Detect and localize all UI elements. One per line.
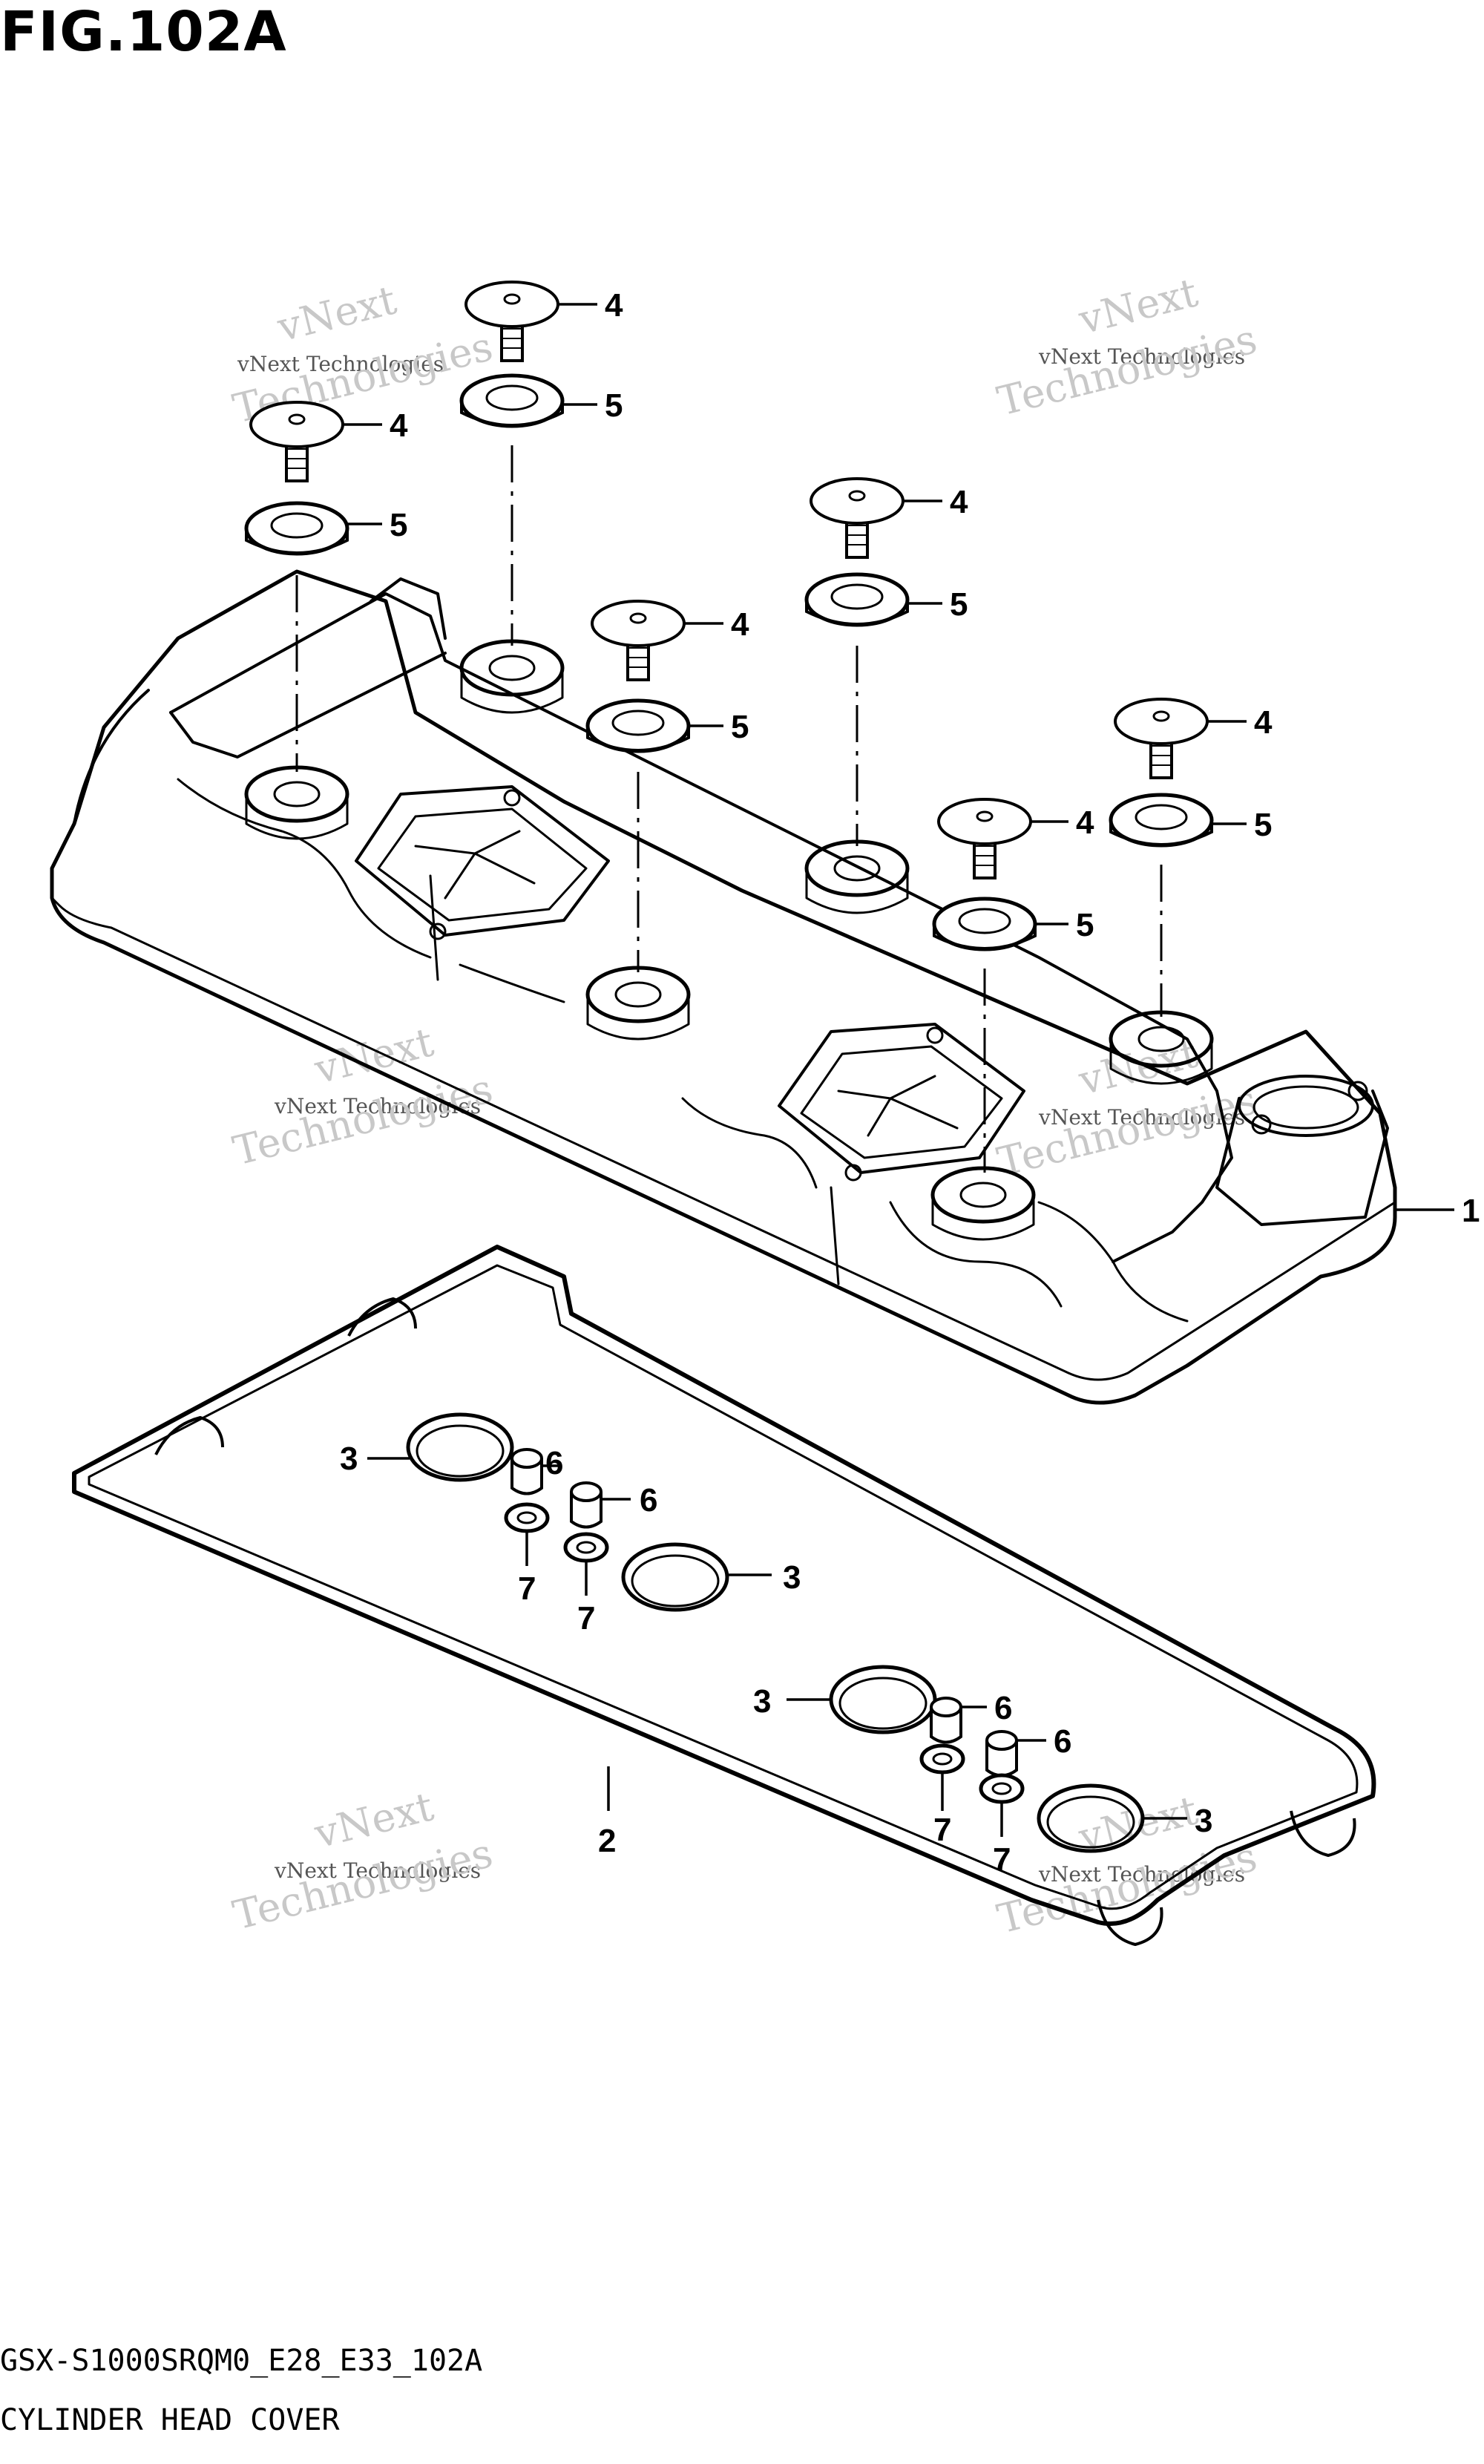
callout-4c: 4 (950, 484, 968, 520)
callout-5a: 5 (605, 387, 623, 424)
callout-4d: 4 (731, 606, 749, 643)
callout-4a: 4 (605, 287, 623, 324)
dowel-6d (985, 1730, 1018, 1777)
callout-6b: 6 (640, 1482, 657, 1518)
grommet-5c (585, 698, 691, 753)
callout-7b: 7 (577, 1600, 595, 1636)
callout-3a: 3 (340, 1441, 358, 1477)
svg-text:vNext Technologies: vNext Technologies (274, 1094, 481, 1118)
callout-7d: 7 (993, 1841, 1011, 1878)
callout-7a: 7 (518, 1570, 536, 1607)
svg-text:vNext Technologies: vNext Technologies (237, 352, 444, 376)
bolt-4f (1114, 698, 1209, 779)
assembly-lines (295, 445, 1163, 1173)
callout-5b: 5 (390, 507, 407, 543)
figure-caption: CYLINDER HEAD COVER (0, 2403, 340, 2437)
callout-1: 1 (1462, 1193, 1480, 1229)
model-code: GSX-S1000SRQM0_E28_E33_102A (0, 2344, 483, 2378)
callout-5c: 5 (950, 586, 968, 623)
boss-5 (930, 1166, 1036, 1241)
svg-text:vNext: vNext (272, 276, 401, 351)
oring-7c (919, 1743, 965, 1775)
bolt-4c (591, 600, 686, 681)
dowel-6a (510, 1448, 543, 1495)
seal-3b (621, 1542, 729, 1612)
grommet-5b (459, 373, 565, 428)
callout-7c: 7 (933, 1812, 951, 1848)
oring-7a (504, 1502, 550, 1533)
boss-1 (244, 765, 349, 840)
bolt-4a (249, 401, 344, 482)
svg-text:vNext Technologies: vNext Technologies (274, 1858, 481, 1883)
bolt-4d (810, 477, 904, 559)
bolt-4e (937, 798, 1032, 879)
callout-4e: 4 (1076, 805, 1094, 841)
seal-3a (406, 1412, 514, 1482)
callout-6c: 6 (994, 1690, 1012, 1726)
svg-text:vNext Technologies: vNext Technologies (1038, 344, 1245, 369)
part-cylinder-head-cover (50, 569, 1397, 1405)
boss-4 (804, 839, 910, 914)
callouts: 1 2 3 3 3 3 4 4 4 4 4 4 5 5 5 5 5 5 6 6 … (340, 287, 1480, 1878)
callout-5f: 5 (1254, 807, 1272, 843)
grommet-5f (1109, 793, 1214, 848)
callout-5e: 5 (1076, 907, 1094, 943)
seal-3c (829, 1665, 937, 1734)
callout-2: 2 (598, 1823, 616, 1859)
callout-3c: 3 (753, 1683, 771, 1720)
part-gasket (72, 1245, 1376, 1946)
callout-4b: 4 (390, 407, 408, 444)
watermark-2: vNext Technologies vNext Technologies (993, 269, 1261, 425)
grommet-5d (804, 572, 910, 627)
watermark-group: vNext Technologies vNext Technologies vN… (229, 269, 1261, 1942)
dowel-6c (930, 1697, 962, 1744)
leader-lines (343, 303, 1454, 1837)
callout-6d: 6 (1054, 1723, 1071, 1760)
grommet-5e (932, 897, 1037, 951)
callout-6a: 6 (545, 1445, 563, 1481)
watermark-3: vNext Technologies vNext Technologies (229, 1018, 497, 1174)
figure-title: FIG.102A (0, 0, 287, 64)
watermark-5: vNext Technologies vNext Technologies (229, 1783, 497, 1939)
oring-7d (979, 1773, 1025, 1804)
callout-4f: 4 (1254, 704, 1273, 741)
boss-3 (585, 966, 691, 1041)
callout-5d: 5 (731, 709, 749, 745)
oring-7b (563, 1532, 609, 1563)
grommet-5a (244, 501, 349, 556)
callout-3b: 3 (783, 1559, 801, 1596)
dowel-6b (570, 1481, 603, 1529)
svg-text:vNext Technologies: vNext Technologies (1038, 1105, 1245, 1130)
callout-3d: 3 (1195, 1803, 1212, 1839)
